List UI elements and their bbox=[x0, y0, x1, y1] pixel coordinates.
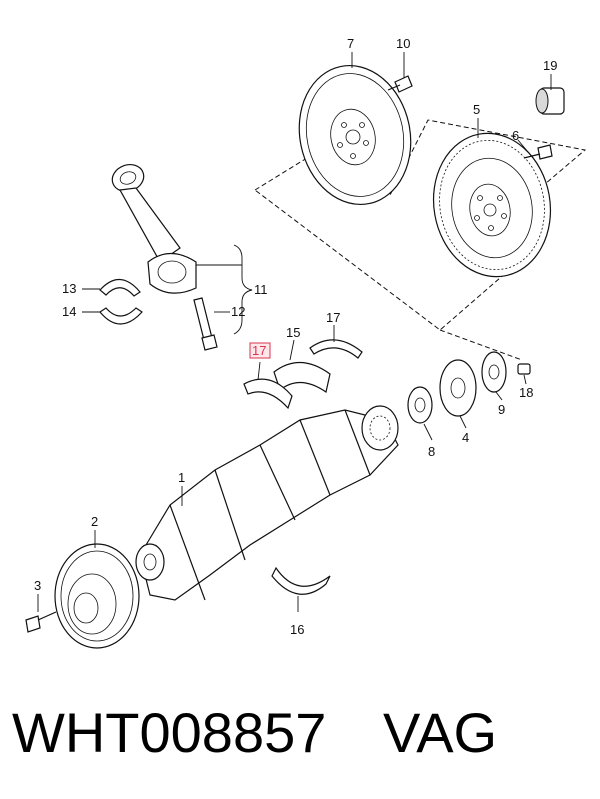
callout-17-highlighted: 17 bbox=[252, 343, 266, 358]
conrod-bolt-part bbox=[193, 297, 218, 351]
highlight-box bbox=[249, 342, 271, 359]
callout-2: 2 bbox=[91, 514, 98, 529]
dmf-bolt-part bbox=[523, 144, 553, 160]
callout-11: 11 bbox=[254, 282, 268, 297]
leader-lines bbox=[37, 52, 552, 612]
diagram-code: WHT008857 bbox=[12, 701, 326, 764]
dowel-pin-part bbox=[517, 363, 531, 375]
lower-main-bearing-shell-part bbox=[271, 566, 331, 595]
callout-7: 7 bbox=[347, 36, 354, 51]
main-bearing-shells-part bbox=[243, 339, 363, 410]
shim-plate-part bbox=[439, 359, 477, 417]
drive-plate-part bbox=[407, 386, 433, 424]
connecting-rod-part bbox=[111, 164, 197, 294]
callout-9: 9 bbox=[498, 402, 505, 417]
callout-16: 16 bbox=[290, 622, 304, 637]
crankshaft-part bbox=[135, 405, 399, 601]
dual-mass-flywheel-part bbox=[432, 132, 552, 278]
pulley-bolt-part bbox=[25, 611, 57, 633]
callout-13: 13 bbox=[62, 281, 76, 296]
callout-10: 10 bbox=[396, 36, 410, 51]
callout-12: 12 bbox=[231, 304, 245, 319]
callout-18: 18 bbox=[519, 385, 533, 400]
callout-19: 19 bbox=[543, 58, 557, 73]
callout-15: 15 bbox=[286, 325, 300, 340]
callout-3: 3 bbox=[34, 578, 41, 593]
callout-8: 8 bbox=[428, 444, 435, 459]
callout-6: 6 bbox=[512, 128, 519, 143]
callout-labels: 7 10 19 5 6 11 13 14 12 15 17 17 18 9 4 … bbox=[34, 36, 557, 637]
vibration-damper-part bbox=[54, 543, 140, 649]
callout-14: 14 bbox=[62, 304, 76, 319]
callout-4: 4 bbox=[462, 430, 469, 445]
callout-1: 1 bbox=[178, 470, 185, 485]
callout-5: 5 bbox=[473, 102, 480, 117]
pilot-bush-part bbox=[535, 87, 565, 115]
reinforcement-plate-part bbox=[481, 351, 507, 393]
brand-label: VAG bbox=[383, 701, 497, 764]
flywheel-part bbox=[298, 64, 412, 206]
callout-17-top: 17 bbox=[326, 310, 340, 325]
conrod-bearing-shells-part bbox=[99, 278, 143, 325]
